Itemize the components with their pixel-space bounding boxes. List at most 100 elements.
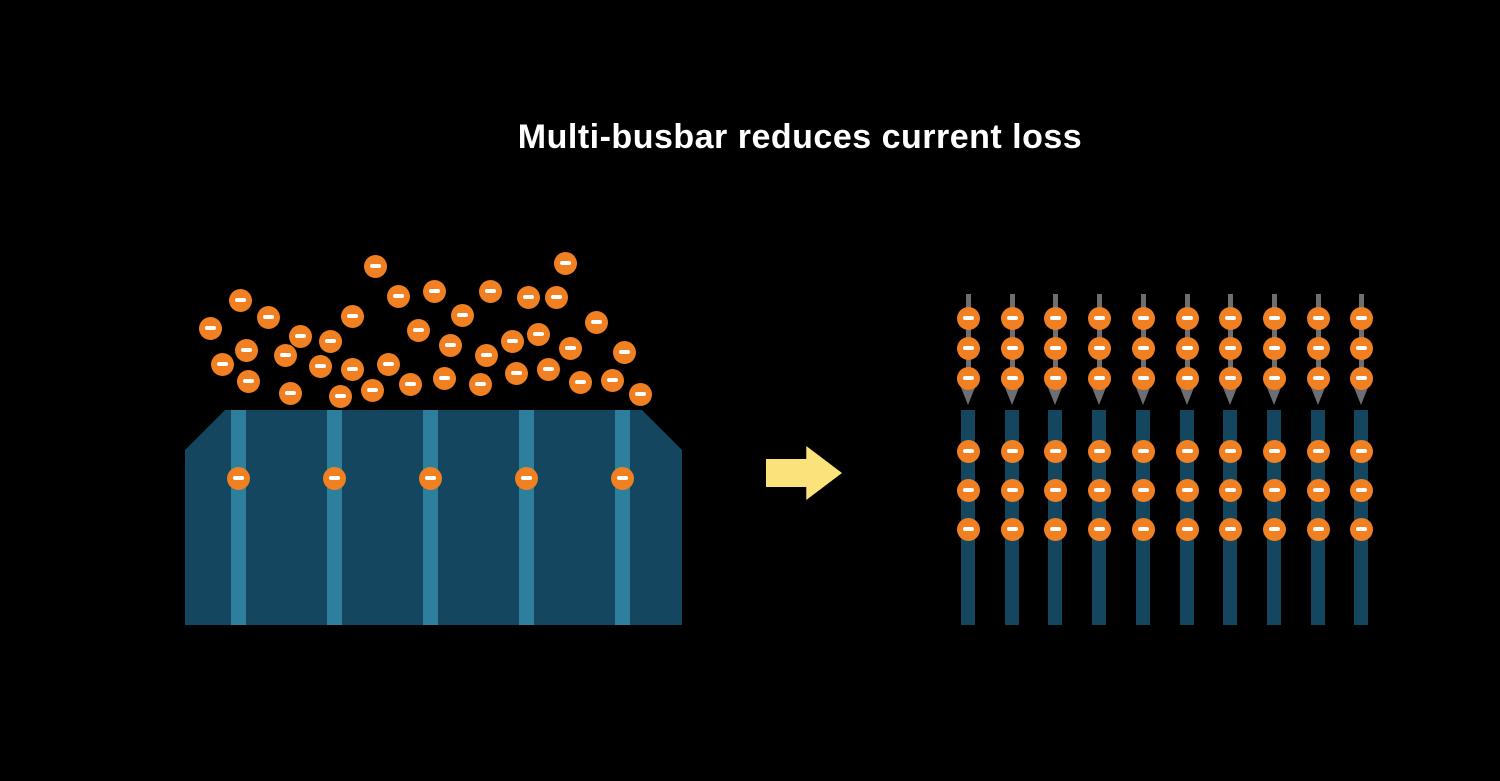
minus-icon (1006, 316, 1018, 320)
electron-icon (526, 322, 550, 346)
minus-icon (456, 313, 468, 317)
electron-icon (328, 384, 352, 408)
electron-icon (1131, 439, 1155, 463)
electron-icon (1175, 478, 1199, 502)
minus-icon (438, 376, 450, 380)
electron-icon (544, 285, 568, 309)
minus-icon (1006, 346, 1018, 350)
electron-icon (1306, 306, 1330, 330)
minus-icon (1312, 488, 1324, 492)
electron-icon (226, 466, 250, 490)
minus-icon (1181, 346, 1193, 350)
electron-icon (1043, 517, 1067, 541)
minus-icon (1049, 346, 1061, 350)
electron-icon (1218, 336, 1242, 360)
minus-icon (962, 449, 974, 453)
electron-icon (1218, 306, 1242, 330)
minus-icon (424, 476, 436, 480)
electron-icon (1131, 306, 1155, 330)
electron-icon (1349, 517, 1373, 541)
solar-cell (185, 410, 682, 625)
minus-icon (564, 346, 576, 350)
electron-icon (536, 357, 560, 381)
minus-icon (1355, 376, 1367, 380)
electron-icon (1000, 478, 1024, 502)
electron-icon (1087, 336, 1111, 360)
electron-icon (340, 304, 364, 328)
minus-icon (1049, 488, 1061, 492)
electron-icon (1000, 306, 1024, 330)
minus-icon (1224, 527, 1236, 531)
flow-arrow-head-icon (1352, 385, 1369, 405)
electron-icon (1043, 306, 1067, 330)
electron-icon (198, 316, 222, 340)
electron-icon (1262, 478, 1286, 502)
electron-icon (1087, 306, 1111, 330)
electron-icon (340, 357, 364, 381)
minus-icon (369, 264, 381, 268)
minus-icon (1268, 527, 1280, 531)
electron-icon (1349, 478, 1373, 502)
electron-icon (228, 288, 252, 312)
flow-arrow-head-icon (1046, 385, 1063, 405)
minus-icon (412, 328, 424, 332)
minus-icon (1355, 488, 1367, 492)
electron-icon (1306, 336, 1330, 360)
minus-icon (279, 353, 291, 357)
electron-icon (406, 318, 430, 342)
flow-arrow-head-icon (1309, 385, 1326, 405)
electron-icon (610, 466, 634, 490)
minus-icon (1355, 527, 1367, 531)
electron-icon (1262, 306, 1286, 330)
minus-icon (366, 388, 378, 392)
electron-icon (1087, 439, 1111, 463)
electron-icon (1306, 478, 1330, 502)
electron-icon (1175, 366, 1199, 390)
electron-icon (1306, 517, 1330, 541)
minus-icon (550, 295, 562, 299)
minus-icon (444, 343, 456, 347)
electron-icon (234, 338, 258, 362)
busbar-stripe (614, 410, 630, 625)
electron-icon (956, 306, 980, 330)
minus-icon (1137, 316, 1149, 320)
minus-icon (392, 294, 404, 298)
electron-icon (360, 378, 384, 402)
electron-icon (956, 478, 980, 502)
electron-icon (1262, 517, 1286, 541)
minus-icon (346, 314, 358, 318)
flow-arrow-head-icon (959, 385, 976, 405)
minus-icon (234, 298, 246, 302)
electron-icon (278, 381, 302, 405)
minus-icon (1312, 449, 1324, 453)
electron-icon (1131, 517, 1155, 541)
minus-icon (962, 346, 974, 350)
minus-icon (1137, 449, 1149, 453)
minus-icon (382, 362, 394, 366)
minus-icon (204, 326, 216, 330)
electron-icon (956, 439, 980, 463)
electron-icon (1349, 366, 1373, 390)
electron-icon (1131, 366, 1155, 390)
minus-icon (1006, 488, 1018, 492)
minus-icon (324, 339, 336, 343)
electron-icon (553, 251, 577, 275)
minus-icon (1355, 346, 1367, 350)
minus-icon (1268, 488, 1280, 492)
minus-icon (216, 362, 228, 366)
flow-arrow-head-icon (1090, 385, 1107, 405)
minus-icon (559, 261, 571, 265)
electron-icon (1218, 517, 1242, 541)
minus-icon (962, 527, 974, 531)
minus-icon (1268, 449, 1280, 453)
minus-icon (1355, 449, 1367, 453)
electron-icon (1000, 517, 1024, 541)
minus-icon (616, 476, 628, 480)
minus-icon (1181, 316, 1193, 320)
electron-icon (1218, 366, 1242, 390)
electron-icon (1043, 366, 1067, 390)
minus-icon (1268, 376, 1280, 380)
busbar-stripe (422, 410, 438, 625)
minus-icon (1312, 527, 1324, 531)
minus-icon (1006, 376, 1018, 380)
